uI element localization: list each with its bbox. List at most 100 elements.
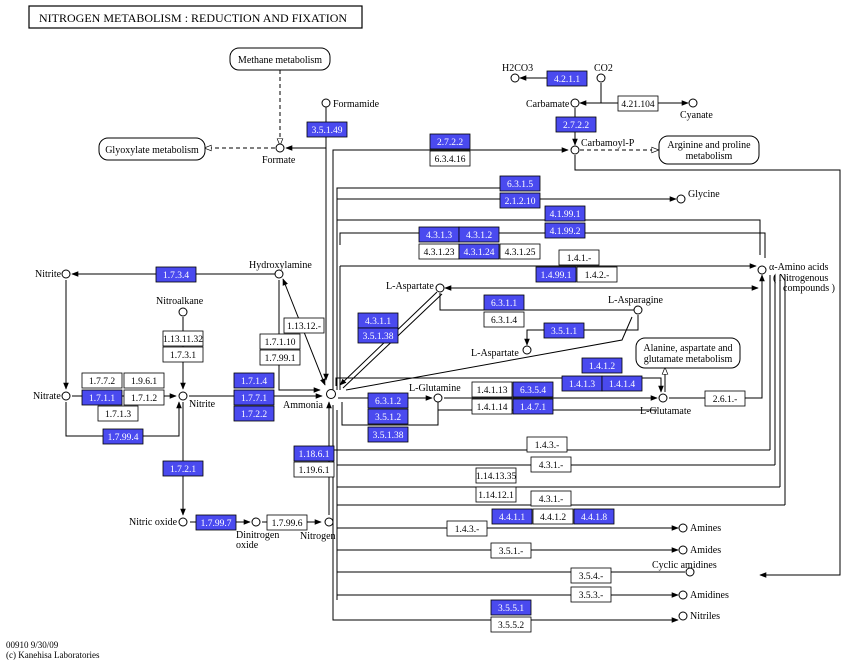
compound-l-glutamate[interactable]: L-Glutamate (640, 393, 692, 417)
compound-cyanate[interactable]: Cyanate (680, 98, 713, 121)
enzyme-box-6-3-1-5[interactable]: 6.3.1.5 (499, 175, 541, 192)
enzyme-box-1-18-6-1[interactable]: 1.18.6.1 (293, 445, 335, 462)
compound-h2co3[interactable]: H2CO3 (502, 63, 533, 83)
enzyme-box-2-7-2-2[interactable]: 2.7.2.2 (555, 116, 597, 133)
enzyme-box-2-6-1--x[interactable]: 2.6.1.- (704, 390, 746, 407)
enzyme-box-1-9-6-1[interactable]: 1.9.6.1 (123, 372, 165, 389)
enzyme-box-1-7-2-1[interactable]: 1.7.2.1 (162, 460, 204, 477)
enzyme-box-3-5-1-38[interactable]: 3.5.1.38 (367, 426, 409, 443)
compound-amines[interactable]: Amines (678, 523, 721, 534)
enzyme-box-3-5-3--x[interactable]: 3.5.3.- (570, 586, 612, 603)
compound-nitrate[interactable]: Nitrate (33, 391, 71, 402)
compound-hydroxylamine[interactable]: Hydroxylamine (249, 260, 312, 279)
enzyme-box-4-3-1--x[interactable]: 4.3.1.- (530, 456, 572, 473)
enzyme-box-3-5-4--x[interactable]: 3.5.4.- (570, 567, 612, 584)
enzyme-box-1-4-1-2[interactable]: 1.4.1.2 (581, 357, 623, 374)
enzyme-box-4-3-1-23[interactable]: 4.3.1.23 (418, 243, 460, 260)
enzyme-box-1-4-3--x[interactable]: 1.4.3.- (526, 436, 568, 453)
compound-nitrogen[interactable]: Nitrogen (300, 517, 336, 542)
enzyme-box-3-5-1-49[interactable]: 3.5.1.49 (306, 121, 348, 138)
enzyme-box-1-13-11-32[interactable]: 1.13.11.32 (162, 330, 204, 347)
enzyme-box-6-3-1-1[interactable]: 6.3.1.1 (483, 294, 525, 311)
compound-nitroalkane[interactable]: Nitroalkane (156, 296, 204, 317)
compound-nitrite-center[interactable]: Nitrite (178, 391, 216, 410)
enzyme-box-1-4-99-1[interactable]: 1.4.99.1 (535, 266, 577, 283)
enzyme-box-1-14-12-1[interactable]: 1.14.12.1 (475, 486, 517, 503)
enzyme-box-4-4-1-1[interactable]: 4.4.1.1 (491, 508, 533, 525)
map-link-arginine-proline-metabolism[interactable]: Arginine and proline metabolism (658, 135, 760, 165)
enzyme-box-4-1-99-1[interactable]: 4.1.99.1 (544, 205, 586, 222)
compound-glycine[interactable]: Glycine (676, 189, 720, 204)
enzyme-box-1-4-3--x[interactable]: 1.4.3.- (446, 520, 488, 537)
enzyme-box-1-7-1-10[interactable]: 1.7.1.10 (259, 333, 301, 350)
enzyme-box-1-14-13-35[interactable]: 1.14.13.35 (475, 467, 517, 484)
enzyme-box-1-13-12--x[interactable]: 1.13.12.- (283, 317, 325, 334)
enzyme-box-1-7-7-1[interactable]: 1.7.7.1 (233, 389, 275, 406)
map-link-methane-metabolism[interactable]: Methane metabolism (229, 47, 331, 71)
enzyme-box-1-4-1-13[interactable]: 1.4.1.13 (471, 381, 513, 398)
enzyme-box-1-19-6-1[interactable]: 1.19.6.1 (293, 461, 335, 478)
enzyme-box-1-7-1-3[interactable]: 1.7.1.3 (97, 405, 139, 422)
enzyme-box-1-4-1-4[interactable]: 1.4.1.4 (601, 375, 643, 392)
enzyme-box-1-4-1--x[interactable]: 1.4.1.- (558, 249, 600, 266)
enzyme-box-1-4-1-3[interactable]: 1.4.1.3 (561, 375, 603, 392)
compound-nitric-oxide[interactable]: Nitric oxide (129, 517, 188, 528)
enzyme-box-1-7-1-4[interactable]: 1.7.1.4 (233, 372, 275, 389)
enzyme-box-3-5-1--x[interactable]: 3.5.1.- (490, 542, 532, 559)
enzyme-box-6-3-5-4[interactable]: 6.3.5.4 (512, 381, 554, 398)
enzyme-box-3-5-1-1[interactable]: 3.5.1.1 (543, 322, 585, 339)
compound-amides[interactable]: Amides (678, 545, 721, 556)
compound-ammonia[interactable]: Ammonia (283, 389, 336, 412)
compound-amidines[interactable]: Amidines (678, 590, 729, 601)
enzyme-box-4-3-1-24[interactable]: 4.3.1.24 (458, 243, 500, 260)
enzyme-box-4-21-104[interactable]: 4.21.104 (617, 95, 659, 112)
compound-formamide[interactable]: Formamide (321, 98, 380, 110)
enzyme-box-3-5-5-1[interactable]: 3.5.5.1 (490, 599, 532, 616)
enzyme-box-1-7-99-4[interactable]: 1.7.99.4 (102, 428, 144, 445)
enzyme-box-4-3-1-1[interactable]: 4.3.1.1 (357, 312, 399, 329)
enzyme-box-1-7-3-1[interactable]: 1.7.3.1 (162, 346, 204, 363)
compound-carbamoyl-p[interactable]: Carbamoyl-P (570, 138, 635, 155)
enzyme-box-3-5-5-2[interactable]: 3.5.5.2 (490, 616, 532, 633)
compound-nitriles[interactable]: Nitriles (678, 611, 720, 622)
enzyme-box-1-4-2--x[interactable]: 1.4.2.- (576, 266, 618, 283)
compound-l-asparagine[interactable]: L-Asparagine (608, 295, 664, 315)
compound-cyclic-amidines[interactable]: Cyclic amidines (652, 560, 717, 577)
enzyme-box-4-3-1-3[interactable]: 4.3.1.3 (418, 226, 460, 243)
compound-alpha-amino-acids[interactable]: α-Amino acids ( Nitrogenous compounds ) (757, 262, 835, 294)
enzyme-box-1-7-99-1[interactable]: 1.7.99.1 (259, 349, 301, 366)
compound-l-aspartate-bottom[interactable]: L-Aspartate (471, 345, 532, 359)
enzyme-box-1-7-2-2[interactable]: 1.7.2.2 (233, 405, 275, 422)
compound-dinitrogen-oxide[interactable]: Dinitrogen oxide (236, 517, 279, 551)
enzyme-box-1-4-7-1[interactable]: 1.4.7.1 (512, 398, 554, 415)
compound-l-glutamine[interactable]: L-Glutamine (409, 383, 461, 403)
enzyme-box-4-4-1-2[interactable]: 4.4.1.2 (532, 508, 574, 525)
compound-l-aspartate-top[interactable]: L-Aspartate (386, 281, 445, 293)
compound-co2[interactable]: CO2 (594, 63, 613, 83)
enzyme-box-4-3-1-2[interactable]: 4.3.1.2 (458, 226, 500, 243)
enzyme-box-1-7-99-7[interactable]: 1.7.99.7 (195, 514, 237, 531)
enzyme-box-4-2-1-1[interactable]: 4.2.1.1 (546, 70, 588, 87)
enzyme-box-4-4-1-8[interactable]: 4.4.1.8 (573, 508, 615, 525)
enzyme-box-3-5-1-2[interactable]: 3.5.1.2 (367, 408, 409, 425)
enzyme-box-6-3-1-2[interactable]: 6.3.1.2 (367, 392, 409, 409)
compound-formate[interactable]: Formate (262, 143, 296, 166)
enzyme-box-4-3-1-25[interactable]: 4.3.1.25 (499, 243, 541, 260)
enzyme-box-1-7-1-2[interactable]: 1.7.1.2 (123, 389, 165, 406)
enzyme-box-1-7-3-4[interactable]: 1.7.3.4 (155, 266, 197, 283)
enzyme-box-4-1-99-2[interactable]: 4.1.99.2 (544, 222, 586, 239)
map-link-alanine-aspartate-glutamate-metabolism[interactable]: Alanine, aspartate and glutamate metabol… (635, 337, 741, 369)
enzyme-box-2-1-2-10[interactable]: 2.1.2.10 (499, 192, 541, 209)
enzyme-box-4-3-1--x[interactable]: 4.3.1.- (530, 490, 572, 507)
compound-carbamate[interactable]: Carbamate (526, 98, 580, 110)
map-link-glyoxylate-metabolism[interactable]: Glyoxylate metabolism (98, 137, 206, 161)
enzyme-box-1-4-1-14[interactable]: 1.4.1.14 (471, 398, 513, 415)
enzyme-box-2-7-2-2[interactable]: 2.7.2.2 (429, 133, 471, 150)
enzyme-box-6-3-1-4[interactable]: 6.3.1.4 (483, 311, 525, 328)
enzyme-box-1-7-99-6[interactable]: 1.7.99.6 (266, 514, 308, 531)
enzyme-box-1-7-7-2[interactable]: 1.7.7.2 (81, 372, 123, 389)
enzyme-box-1-7-1-1[interactable]: 1.7.1.1 (81, 389, 123, 406)
compound-nitrite-left[interactable]: Nitrite (35, 269, 71, 280)
enzyme-box-6-3-4-16[interactable]: 6.3.4.16 (429, 150, 471, 167)
enzyme-box-3-5-1-38[interactable]: 3.5.1.38 (357, 327, 399, 344)
